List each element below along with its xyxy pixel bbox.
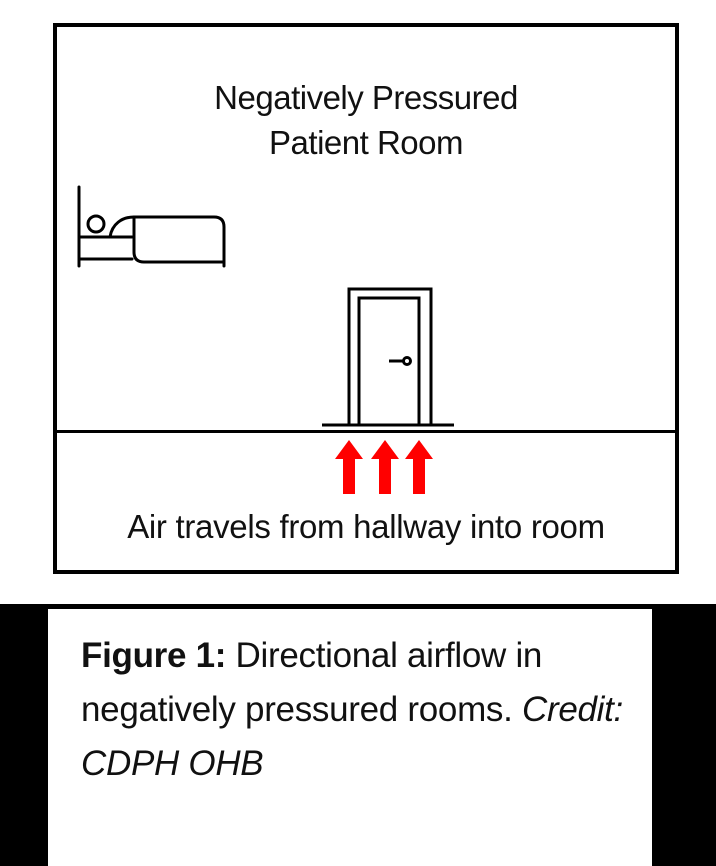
figure-caption: Figure 1: Directional airflow in negativ… [48,609,652,866]
caption-body: Directional airflow in negatively pressu… [81,636,543,729]
door-icon [322,287,454,427]
room-hallway-divider [57,430,675,433]
bed-icon [77,185,226,268]
caption-credit: Credit: CDPH OHB [81,690,623,783]
caption-text: Figure 1: Directional airflow in negativ… [81,629,641,791]
airflow-arrow-icon [335,440,433,494]
room-diagram: Negatively Pressured Patient Room Air t [53,23,679,574]
hallway-label: Air travels from hallway into room [127,508,605,545]
room-title-line1: Negatively Pressured [214,79,518,116]
room-title-line2: Patient Room [269,124,463,161]
caption-label: Figure 1: [81,636,227,675]
room-title: Negatively Pressured Patient Room [57,75,675,165]
